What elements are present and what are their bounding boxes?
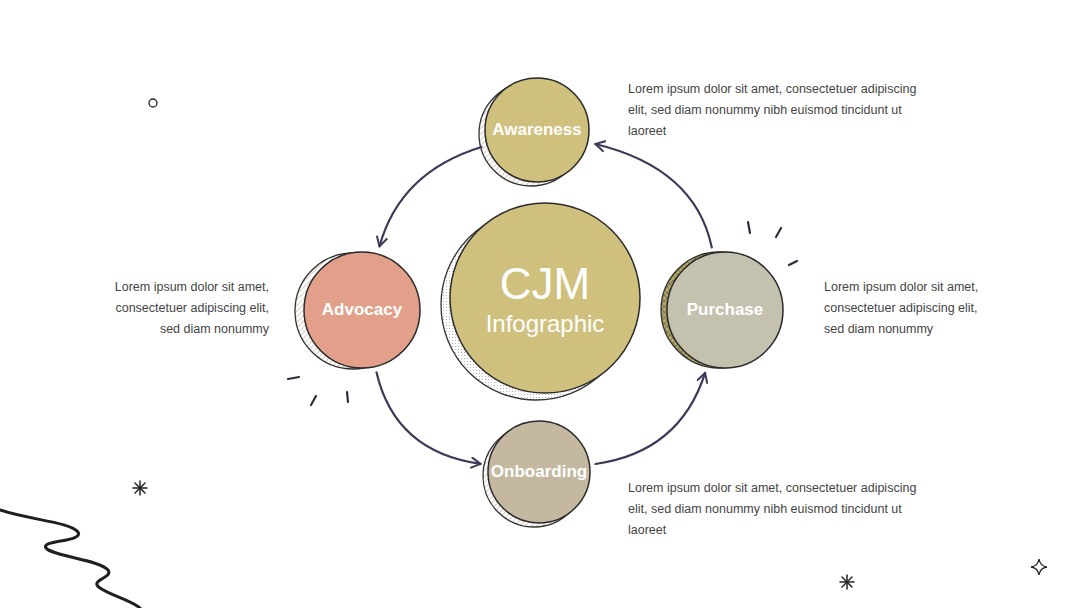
stage-name: Awareness bbox=[492, 120, 581, 140]
stage-name: CJM bbox=[500, 259, 590, 310]
circle-fill bbox=[304, 252, 420, 368]
flow-arrow bbox=[595, 373, 705, 464]
circle-fill bbox=[667, 252, 783, 368]
stage-subtitle: Infographic bbox=[486, 310, 605, 338]
description-text: Lorem ipsum dolor sit amet, consectetuer… bbox=[824, 277, 999, 340]
circle-text-area: Onboarding bbox=[488, 421, 590, 523]
stage-name: Advocacy bbox=[322, 300, 402, 320]
circle-fill bbox=[488, 421, 590, 523]
circle-fill bbox=[450, 203, 640, 393]
description-text: Lorem ipsum dolor sit amet, consectetuer… bbox=[628, 79, 928, 142]
flow-arrow bbox=[380, 147, 482, 246]
flow-arrow bbox=[377, 372, 481, 464]
sparkle bbox=[1031, 559, 1047, 575]
stage-circle: Awareness bbox=[485, 78, 589, 182]
stage-circle: Advocacy bbox=[304, 252, 420, 368]
stage-name: Purchase bbox=[687, 300, 764, 320]
small-circle bbox=[149, 99, 157, 107]
description-text: Lorem ipsum dolor sit amet, consectetuer… bbox=[628, 478, 928, 541]
circle-text-area: Advocacy bbox=[304, 252, 420, 368]
asterisk bbox=[133, 481, 147, 495]
circle-text-area: Awareness bbox=[485, 78, 589, 182]
flow-arrow bbox=[595, 144, 712, 247]
circle-text-area: CJMInfographic bbox=[450, 203, 640, 393]
stage-circle: Purchase bbox=[667, 252, 783, 368]
description-text: Lorem ipsum dolor sit amet, consectetuer… bbox=[94, 277, 269, 340]
stage-name: Onboarding bbox=[491, 462, 587, 482]
asterisk bbox=[840, 575, 854, 589]
stage-circle: Onboarding bbox=[488, 421, 590, 523]
circle-text-area: Purchase bbox=[667, 252, 783, 368]
squiggle-line bbox=[0, 510, 140, 608]
stage-circle: CJMInfographic bbox=[450, 203, 640, 393]
circle-fill bbox=[485, 78, 589, 182]
